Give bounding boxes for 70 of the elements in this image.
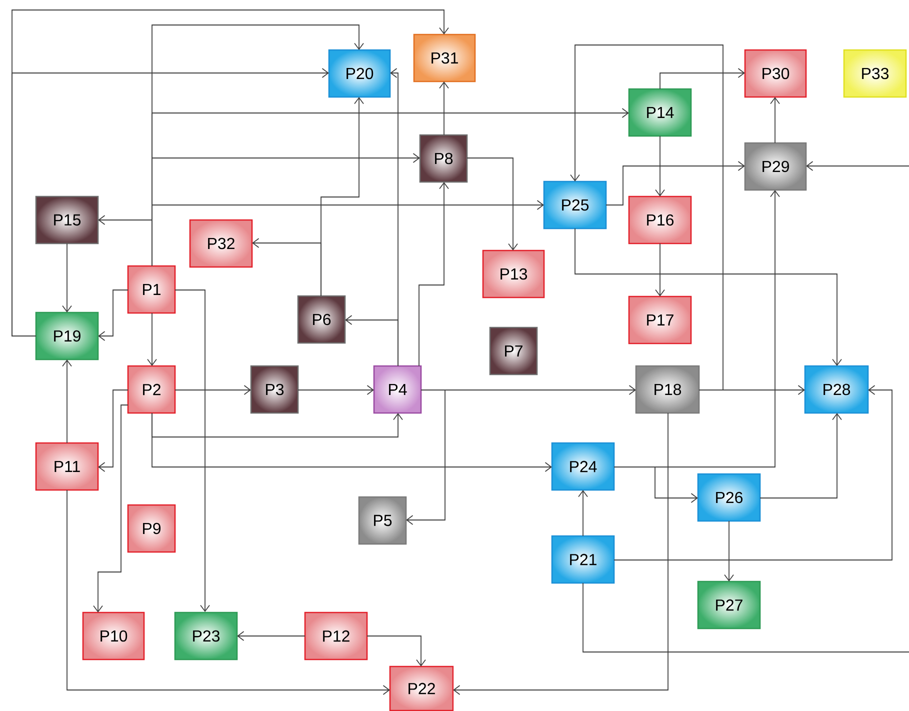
arrow (655, 243, 665, 296)
arrow (418, 182, 449, 366)
process-box: P1 (127, 265, 176, 314)
process-box: P20 (328, 49, 391, 98)
process-box: P4 (373, 365, 422, 414)
arrow (98, 290, 128, 341)
arrow (12, 68, 329, 336)
arrow (466, 158, 518, 250)
arrow (614, 385, 892, 560)
process-box: P16 (628, 196, 692, 244)
arrow (366, 636, 426, 666)
arrow (578, 490, 588, 536)
process-box: P2 (127, 365, 176, 414)
process-box: P28 (804, 365, 869, 414)
arrow (655, 136, 665, 196)
arrow (606, 161, 746, 206)
arrow (62, 360, 72, 444)
process-box: P23 (174, 612, 238, 660)
process-box: P14 (628, 88, 692, 137)
arrow (252, 238, 322, 296)
connector-line (582, 582, 909, 652)
arrow (770, 97, 780, 144)
process-box: P12 (304, 612, 368, 660)
process-box: P21 (551, 535, 615, 584)
process-box: P15 (35, 196, 99, 244)
process-box: P7 (489, 326, 538, 376)
arrow (98, 215, 152, 266)
arrow (724, 520, 734, 582)
process-box: P13 (482, 250, 545, 298)
process-box: P3 (250, 365, 299, 414)
arrow (147, 312, 157, 366)
arrow (298, 385, 374, 395)
process-box: P26 (697, 473, 761, 522)
process-box: P5 (358, 496, 407, 545)
process-box: P32 (189, 219, 253, 268)
process-box: P9 (127, 504, 176, 553)
process-box: P19 (35, 312, 99, 360)
process-box: P6 (297, 295, 346, 344)
arrow (152, 412, 552, 472)
arrow (345, 315, 398, 366)
process-box: P18 (635, 365, 700, 414)
arrow (439, 82, 449, 136)
arrow (614, 466, 698, 503)
process-box: P17 (628, 296, 692, 344)
process-box: P10 (82, 612, 145, 660)
process-box: P29 (744, 142, 807, 191)
process-box: P11 (35, 442, 99, 491)
arrow (93, 404, 128, 612)
process-box: P31 (413, 34, 476, 82)
arrow (406, 390, 446, 525)
process-box: P25 (543, 180, 607, 230)
process-box: P30 (744, 49, 807, 98)
arrow (237, 631, 306, 641)
arrow (660, 68, 746, 90)
process-box: P33 (843, 49, 907, 98)
process-box: P27 (697, 580, 761, 630)
process-box: P22 (389, 666, 454, 711)
arrow (570, 44, 724, 390)
process-box: P24 (551, 442, 615, 491)
arrow (98, 390, 128, 472)
arrow (174, 385, 251, 395)
arrow (152, 412, 403, 438)
arrow (453, 412, 668, 695)
arrow (174, 290, 210, 612)
arrow (62, 243, 72, 312)
arrow (66, 490, 390, 695)
arrow (760, 413, 842, 498)
process-box: P8 (419, 134, 468, 183)
arrow (806, 161, 909, 171)
arrow (574, 228, 842, 366)
